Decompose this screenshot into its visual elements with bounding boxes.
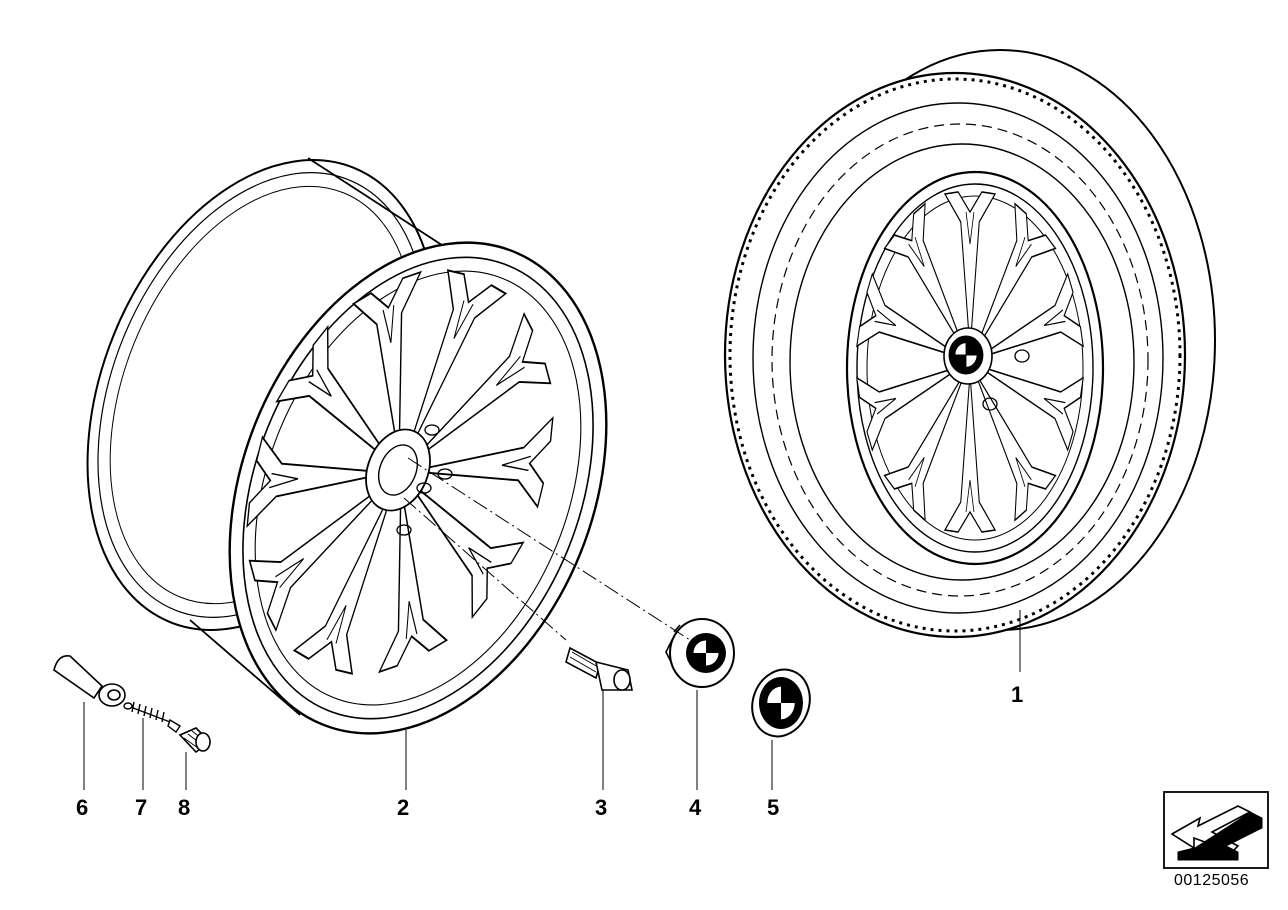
part-label-6: 6 [76, 795, 89, 820]
part-label-1: 1 [1011, 682, 1024, 707]
valve-insert-drawing [123, 701, 181, 734]
part-label-3: 3 [595, 795, 608, 820]
rim-drawing [86, 157, 608, 735]
wheel-bolt-drawing [565, 646, 633, 691]
emblem-drawing [751, 668, 811, 738]
valve-body-drawing [53, 654, 126, 707]
part-label-2: 2 [397, 795, 410, 820]
hub-cap-drawing [665, 618, 735, 688]
part-label-4: 4 [689, 795, 702, 820]
part-label-8: 8 [178, 795, 191, 820]
wheel-with-tyre-drawing [723, 49, 1216, 639]
part-label-5: 5 [767, 795, 780, 820]
part-label-7: 7 [135, 795, 148, 820]
leader-lines [83, 457, 1021, 790]
diagram-id: 00125056 [1174, 872, 1250, 889]
arrow-down-left-icon[interactable] [1163, 791, 1269, 869]
valve-cap-drawing [178, 727, 212, 754]
